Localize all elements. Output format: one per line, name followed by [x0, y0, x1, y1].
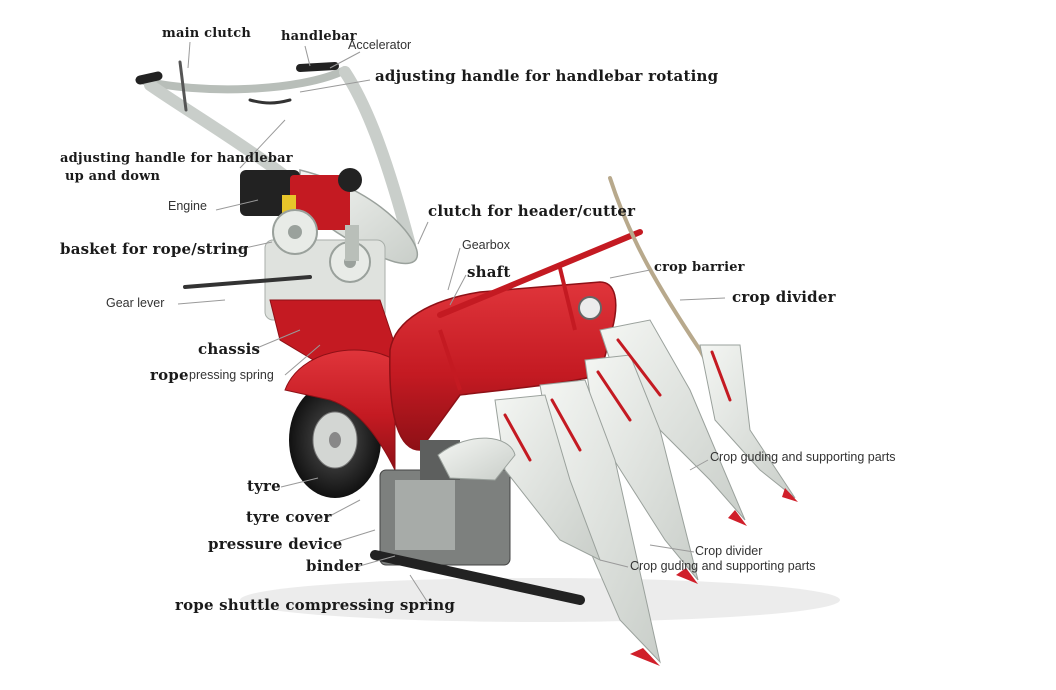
label-engine: Engine — [168, 199, 207, 213]
gear-lever-rod — [183, 275, 312, 289]
crop-barrier-rail — [437, 229, 643, 318]
label-rope: rope — [150, 366, 189, 384]
label-shuttle-spring: rope shuttle compressing spring — [175, 596, 456, 614]
label-main-clutch: main clutch — [162, 26, 251, 41]
label-binder: binder — [306, 557, 363, 575]
label-crop-guiding-upper: Crop guding and supporting parts — [710, 450, 896, 464]
label-crop-guiding-lower: Crop guding and supporting parts — [630, 559, 816, 573]
label-gear-lever: Gear lever — [106, 296, 165, 310]
label-handlebar: handlebar — [281, 29, 357, 44]
label-chassis: chassis — [198, 340, 261, 358]
label-crop-divider-bottom: Crop divider — [695, 544, 763, 558]
label-accelerator: Accelerator — [348, 38, 412, 52]
label-crop-barrier: crop barrier — [654, 260, 745, 275]
fin-stripes — [503, 338, 732, 462]
label-pressing-spring: pressing spring — [189, 368, 274, 382]
label-adjusting-handle-updown-line2: up and down — [65, 169, 161, 184]
binder-mechanism — [370, 440, 585, 605]
label-pressure-device: pressure device — [208, 535, 343, 553]
label-clutch-header: clutch for header/cutter — [428, 202, 636, 220]
label-shaft: shaft — [467, 263, 511, 281]
label-adjusting-handle-updown-line1: adjusting handle for handlebar — [60, 151, 293, 166]
label-basket: basket for rope/string — [60, 240, 249, 258]
label-adjusting-handle-rotating: adjusting handle for handlebar rotating — [375, 67, 719, 85]
label-crop-divider-top: crop divider — [732, 288, 836, 306]
label-tyre-cover: tyre cover — [246, 508, 332, 526]
label-gearbox: Gearbox — [462, 238, 510, 252]
label-tyre: tyre — [247, 477, 281, 495]
crop-fins — [437, 319, 798, 666]
ground-shadow — [240, 578, 840, 622]
gauge — [578, 296, 602, 320]
